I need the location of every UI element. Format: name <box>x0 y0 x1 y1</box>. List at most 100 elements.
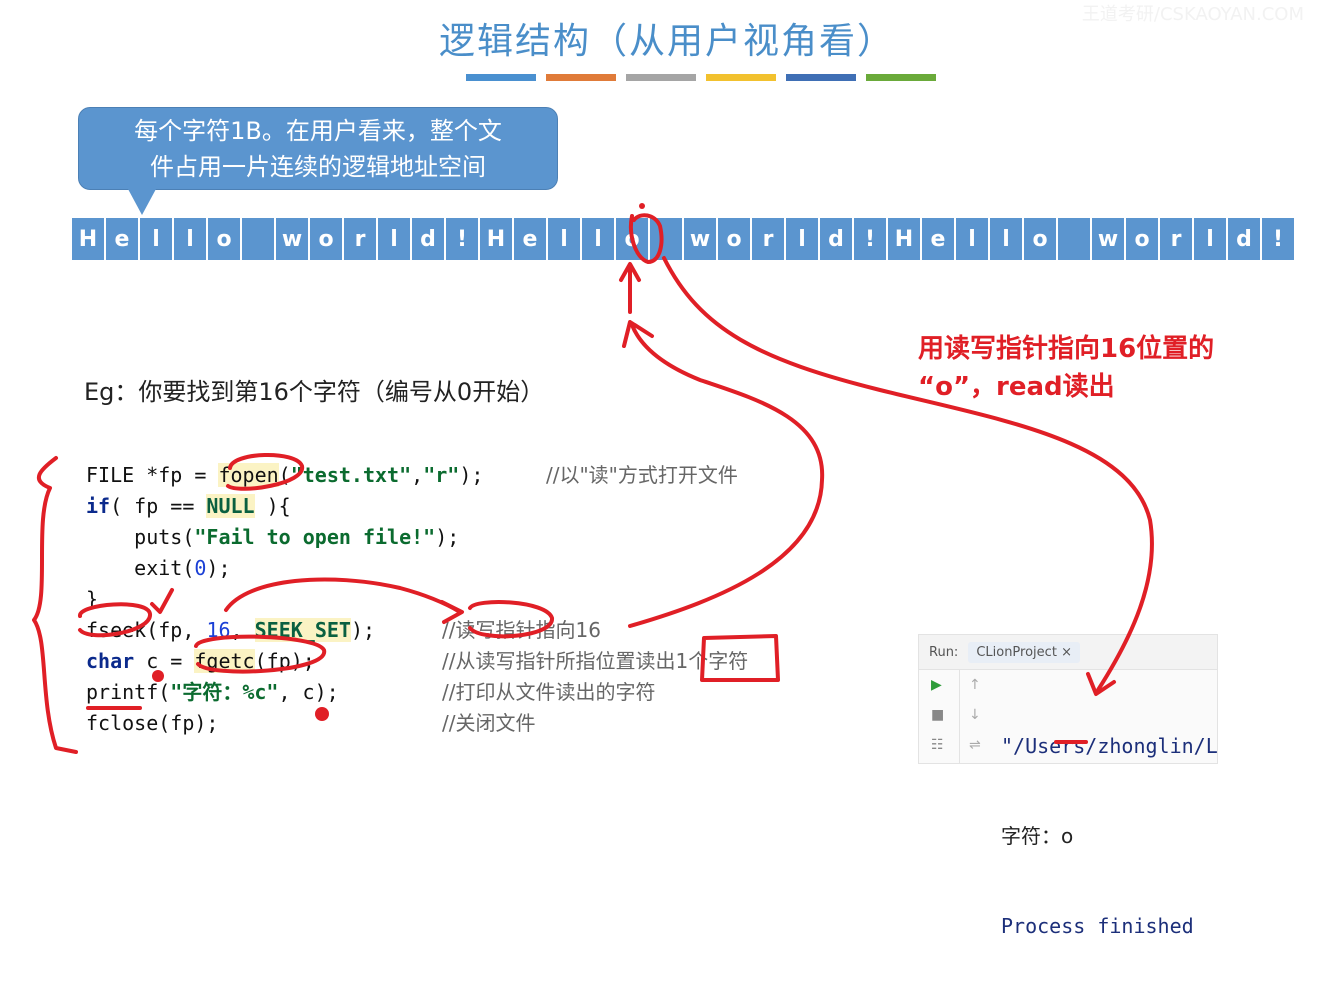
code-text: , <box>230 618 255 642</box>
char-cell <box>242 218 276 260</box>
code-text: (fp, <box>146 618 207 642</box>
wrap-icon[interactable]: ⇌ <box>969 737 981 753</box>
code-comment-1: //以"读"方式打开文件 <box>546 463 738 487</box>
char-cell: r <box>752 218 786 260</box>
char-cell: w <box>276 218 310 260</box>
layout-icon[interactable]: ☷ <box>931 737 944 753</box>
code-text: , <box>411 463 424 487</box>
color-bar-1 <box>466 74 536 81</box>
color-bar-5 <box>786 74 856 81</box>
run-panel: Run: CLionProject × ▶ ■ ☷ ↑ ↓ ⇌ "/Users/… <box>918 634 1218 938</box>
ink-dot-printf <box>315 707 329 721</box>
char-cell: ! <box>446 218 480 260</box>
char-cell: l <box>786 218 820 260</box>
code-keyword: char <box>86 649 135 673</box>
char-cell: l <box>174 218 208 260</box>
code-line-2: if( fp == NULL ){ <box>86 491 291 521</box>
code-line-6: fseek(fp, 16, SEEK_SET); <box>86 615 375 645</box>
char-cell: ! <box>854 218 888 260</box>
code-comment-8: //打印从文件读出的字符 <box>442 680 656 704</box>
code-number: 0 <box>194 556 207 580</box>
ink-left-brace <box>32 456 78 754</box>
run-toolbar-secondary: ↑ ↓ ⇌ <box>959 669 991 763</box>
run-tab[interactable]: CLionProject × <box>968 641 1080 663</box>
arrow-up-icon[interactable]: ↑ <box>969 677 981 693</box>
run-tab-label: CLionProject <box>976 644 1057 660</box>
code-string: "test.txt" <box>290 463 412 487</box>
code-line-9: fclose(fp); <box>86 711 219 735</box>
ink-checkmark <box>150 588 174 614</box>
play-icon[interactable]: ▶ <box>931 677 942 693</box>
code-text: ); <box>459 463 484 487</box>
title-color-bars <box>466 74 936 81</box>
code-line-3: puts("Fail to open file!"); <box>86 522 459 552</box>
code-comment-9: //关闭文件 <box>442 711 536 735</box>
code-text: , c); <box>278 680 339 704</box>
run-toolbar: ▶ ■ ☷ <box>919 669 960 763</box>
char-cell: o <box>1126 218 1160 260</box>
ink-dot-top <box>639 203 645 209</box>
char-cell: l <box>990 218 1024 260</box>
char-cell: o <box>310 218 344 260</box>
code-text: puts( <box>86 525 195 549</box>
code-line-4: exit(0); <box>86 553 231 583</box>
run-output-line-2: 字符：o <box>1001 824 1074 848</box>
code-fn-fopen: fopen <box>218 463 279 487</box>
annotation-line-1: 用读写指针指向16位置的 <box>918 334 1215 364</box>
ink-up-arrow-head <box>619 262 641 282</box>
char-cell: o <box>1024 218 1058 260</box>
code-comment-7: //从读写指针所指位置读出1个字符 <box>442 649 749 673</box>
code-macro-null: NULL <box>206 494 255 518</box>
arrow-down-icon[interactable]: ↓ <box>969 707 981 723</box>
char-cell: d <box>820 218 854 260</box>
char-cell: e <box>106 218 140 260</box>
example-text: Eg：你要找到第16个字符（编号从0开始） <box>84 378 545 406</box>
code-text: ( fp == <box>110 494 207 518</box>
char-cell: l <box>378 218 412 260</box>
char-cell: H <box>72 218 106 260</box>
char-cell: o <box>616 218 650 260</box>
code-macro-seek-set: SEEK_SET <box>254 618 351 642</box>
char-cell: H <box>888 218 922 260</box>
char-cell: e <box>514 218 548 260</box>
slide-title: 逻辑结构（从用户视角看） <box>438 21 895 62</box>
char-cell: o <box>208 218 242 260</box>
char-cell: w <box>684 218 718 260</box>
callout-tail <box>128 189 156 215</box>
callout-bubble: 每个字符1B。在用户看来，整个文 件占用一片连续的逻辑地址空间 <box>78 107 558 190</box>
color-bar-6 <box>866 74 936 81</box>
ink-curve-arrow-to-comment <box>224 577 462 614</box>
code-text: printf( <box>86 680 171 704</box>
code-fn-fseek: fseek <box>86 618 147 642</box>
color-bar-3 <box>626 74 696 81</box>
char-cell <box>1058 218 1092 260</box>
code-string: "r" <box>423 463 460 487</box>
code-text: ( <box>278 463 291 487</box>
close-icon[interactable]: × <box>1061 644 1072 660</box>
run-output: "/Users/zhonglin/L 字符：o Process finished <box>1001 671 1218 1001</box>
annotation-line-2: “o”，read读出 <box>918 372 1115 402</box>
code-line-1: FILE *fp = fopen("test.txt","r"); <box>86 460 483 490</box>
stop-icon[interactable]: ■ <box>931 707 945 723</box>
code-line-5: } <box>86 587 99 611</box>
ink-fseek-arrow-head <box>622 320 654 348</box>
code-string: "Fail to open file!" <box>194 525 436 549</box>
handwritten-annotation: 用读写指针指向16位置的 “o”，read读出 <box>918 330 1214 406</box>
code-line-8: printf("字符：%c", c); <box>86 677 339 707</box>
code-text: exit( <box>86 556 195 580</box>
callout-line-2: 件占用一片连续的逻辑地址空间 <box>150 153 486 181</box>
code-text: ); <box>350 618 376 642</box>
char-cell: e <box>922 218 956 260</box>
code-text: ); <box>206 556 231 580</box>
code-text: ); <box>435 525 460 549</box>
code-line-7: char c = fgetc(fp); <box>86 646 315 676</box>
char-cell: r <box>344 218 378 260</box>
code-keyword: if <box>86 494 111 518</box>
char-cell: l <box>956 218 990 260</box>
code-string: "字符：%c" <box>170 680 279 704</box>
color-bar-4 <box>706 74 776 81</box>
code-text: c = <box>134 649 195 673</box>
char-cell: o <box>718 218 752 260</box>
char-cell: w <box>1092 218 1126 260</box>
